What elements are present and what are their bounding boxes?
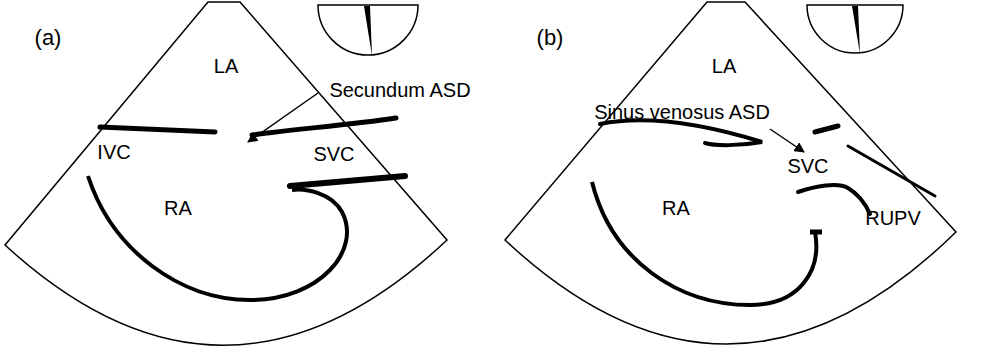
vessel-label: SVC bbox=[313, 144, 354, 164]
svc-wall bbox=[798, 185, 870, 214]
vessel-label: RUPV bbox=[865, 208, 921, 228]
leader-arrow bbox=[248, 93, 318, 142]
sector-outline bbox=[505, 2, 956, 344]
septum-wall bbox=[815, 126, 838, 132]
panel-letter: (a) bbox=[35, 27, 62, 49]
vessel-label: SVC bbox=[787, 156, 828, 176]
chamber-label: RA bbox=[662, 198, 690, 218]
defect-label: Sinus venosus ASD bbox=[594, 102, 770, 122]
septum-wall bbox=[600, 120, 762, 145]
chamber-label: LA bbox=[712, 56, 736, 76]
atrium-wall bbox=[88, 176, 347, 300]
sector-outline bbox=[5, 2, 447, 345]
probe-wedge bbox=[364, 6, 372, 56]
wall-cap bbox=[810, 230, 822, 235]
rupv-wall bbox=[848, 146, 935, 196]
chamber-label: RA bbox=[164, 198, 192, 218]
septum-wall bbox=[100, 127, 215, 132]
atrium-wall bbox=[592, 182, 816, 305]
vessel-label: IVC bbox=[97, 142, 130, 162]
leader-arrow bbox=[770, 129, 804, 152]
probe-icon bbox=[318, 5, 418, 55]
svc-wall bbox=[290, 176, 405, 186]
panel-letter: (b) bbox=[537, 27, 564, 49]
defect-label: Secundum ASD bbox=[329, 80, 470, 100]
septum-wall bbox=[252, 118, 396, 135]
chamber-label: LA bbox=[214, 56, 238, 76]
probe-wedge bbox=[852, 6, 860, 54]
probe-icon bbox=[807, 5, 903, 53]
